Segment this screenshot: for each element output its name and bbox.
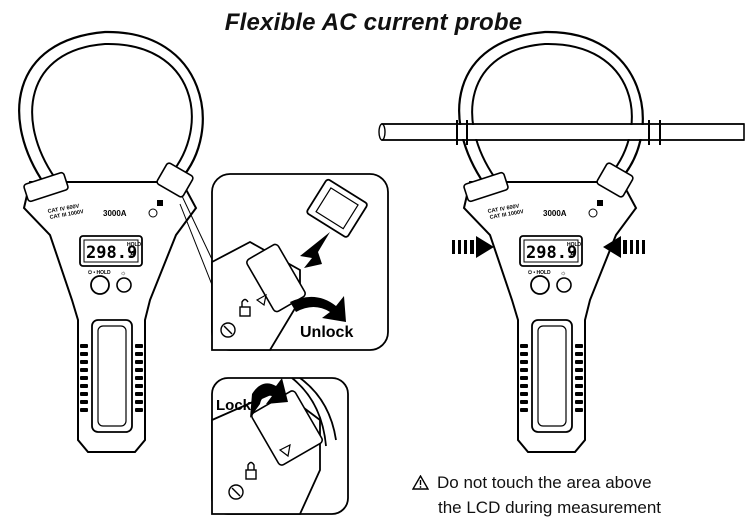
left-lcd-reading: 298.9: [86, 243, 137, 263]
left-lcd-unit: A: [130, 251, 135, 258]
unlock-label: Unlock: [300, 324, 353, 341]
unlock-rotate-arrow-icon: [290, 296, 346, 322]
unlock-padlock-icon: [239, 298, 251, 317]
right-hold-label: ⏻ • HOLD: [528, 270, 551, 276]
left-rating-text: CAT IV 600V: [47, 203, 80, 215]
right-lcd-unit: A: [570, 251, 575, 258]
svg-text:CAT III 1000V: CAT III 1000V: [49, 209, 84, 221]
lock-rotate-arrow-icon: [250, 378, 288, 418]
right-meter: CAT IV 600V CAT III 1000V 3000A 298.9 HO…: [378, 30, 745, 454]
left-model-label: 3000A: [103, 209, 127, 218]
warning-triangle-icon: [412, 475, 429, 490]
left-meter: CAT IV 600V CAT III 1000V 3000A 298.9 HO…: [18, 30, 219, 454]
right-lcd-reading: 298.9: [526, 243, 577, 263]
right-arrow-right-icon: [603, 236, 645, 258]
page-title: Flexible AC current probe: [224, 9, 523, 36]
lock-symbol-icon: [228, 484, 244, 500]
right-arrow-left-icon: [452, 236, 494, 258]
svg-text:CAT IV 600V: CAT IV 600V: [487, 203, 520, 215]
right-backlight-icon: ☼: [560, 270, 566, 277]
warning-line-2: the LCD during measurement: [438, 498, 662, 517]
left-hold-label: ⏻ • HOLD: [88, 270, 111, 276]
right-lcd-hold: HOLD: [567, 242, 582, 248]
unlock-symbol-icon: [220, 322, 236, 338]
lock-padlock-icon: [245, 461, 257, 480]
unlock-callout: Unlock: [211, 173, 389, 351]
lock-callout: Lock: [211, 377, 349, 515]
warning-line-1: Do not touch the area above: [437, 473, 652, 492]
svg-text:CAT III 1000V: CAT III 1000V: [489, 209, 524, 221]
left-backlight-icon: ☼: [120, 270, 126, 277]
right-lock-icon: [588, 200, 603, 218]
right-model-label: 3000A: [543, 209, 567, 218]
warning-note: Do not touch the area above the LCD duri…: [412, 470, 661, 520]
insert-arrow-icon: [300, 232, 330, 268]
lock-label: Lock: [216, 397, 252, 414]
left-lcd-hold: HOLD: [127, 242, 142, 248]
left-lock-icon: [148, 200, 163, 218]
